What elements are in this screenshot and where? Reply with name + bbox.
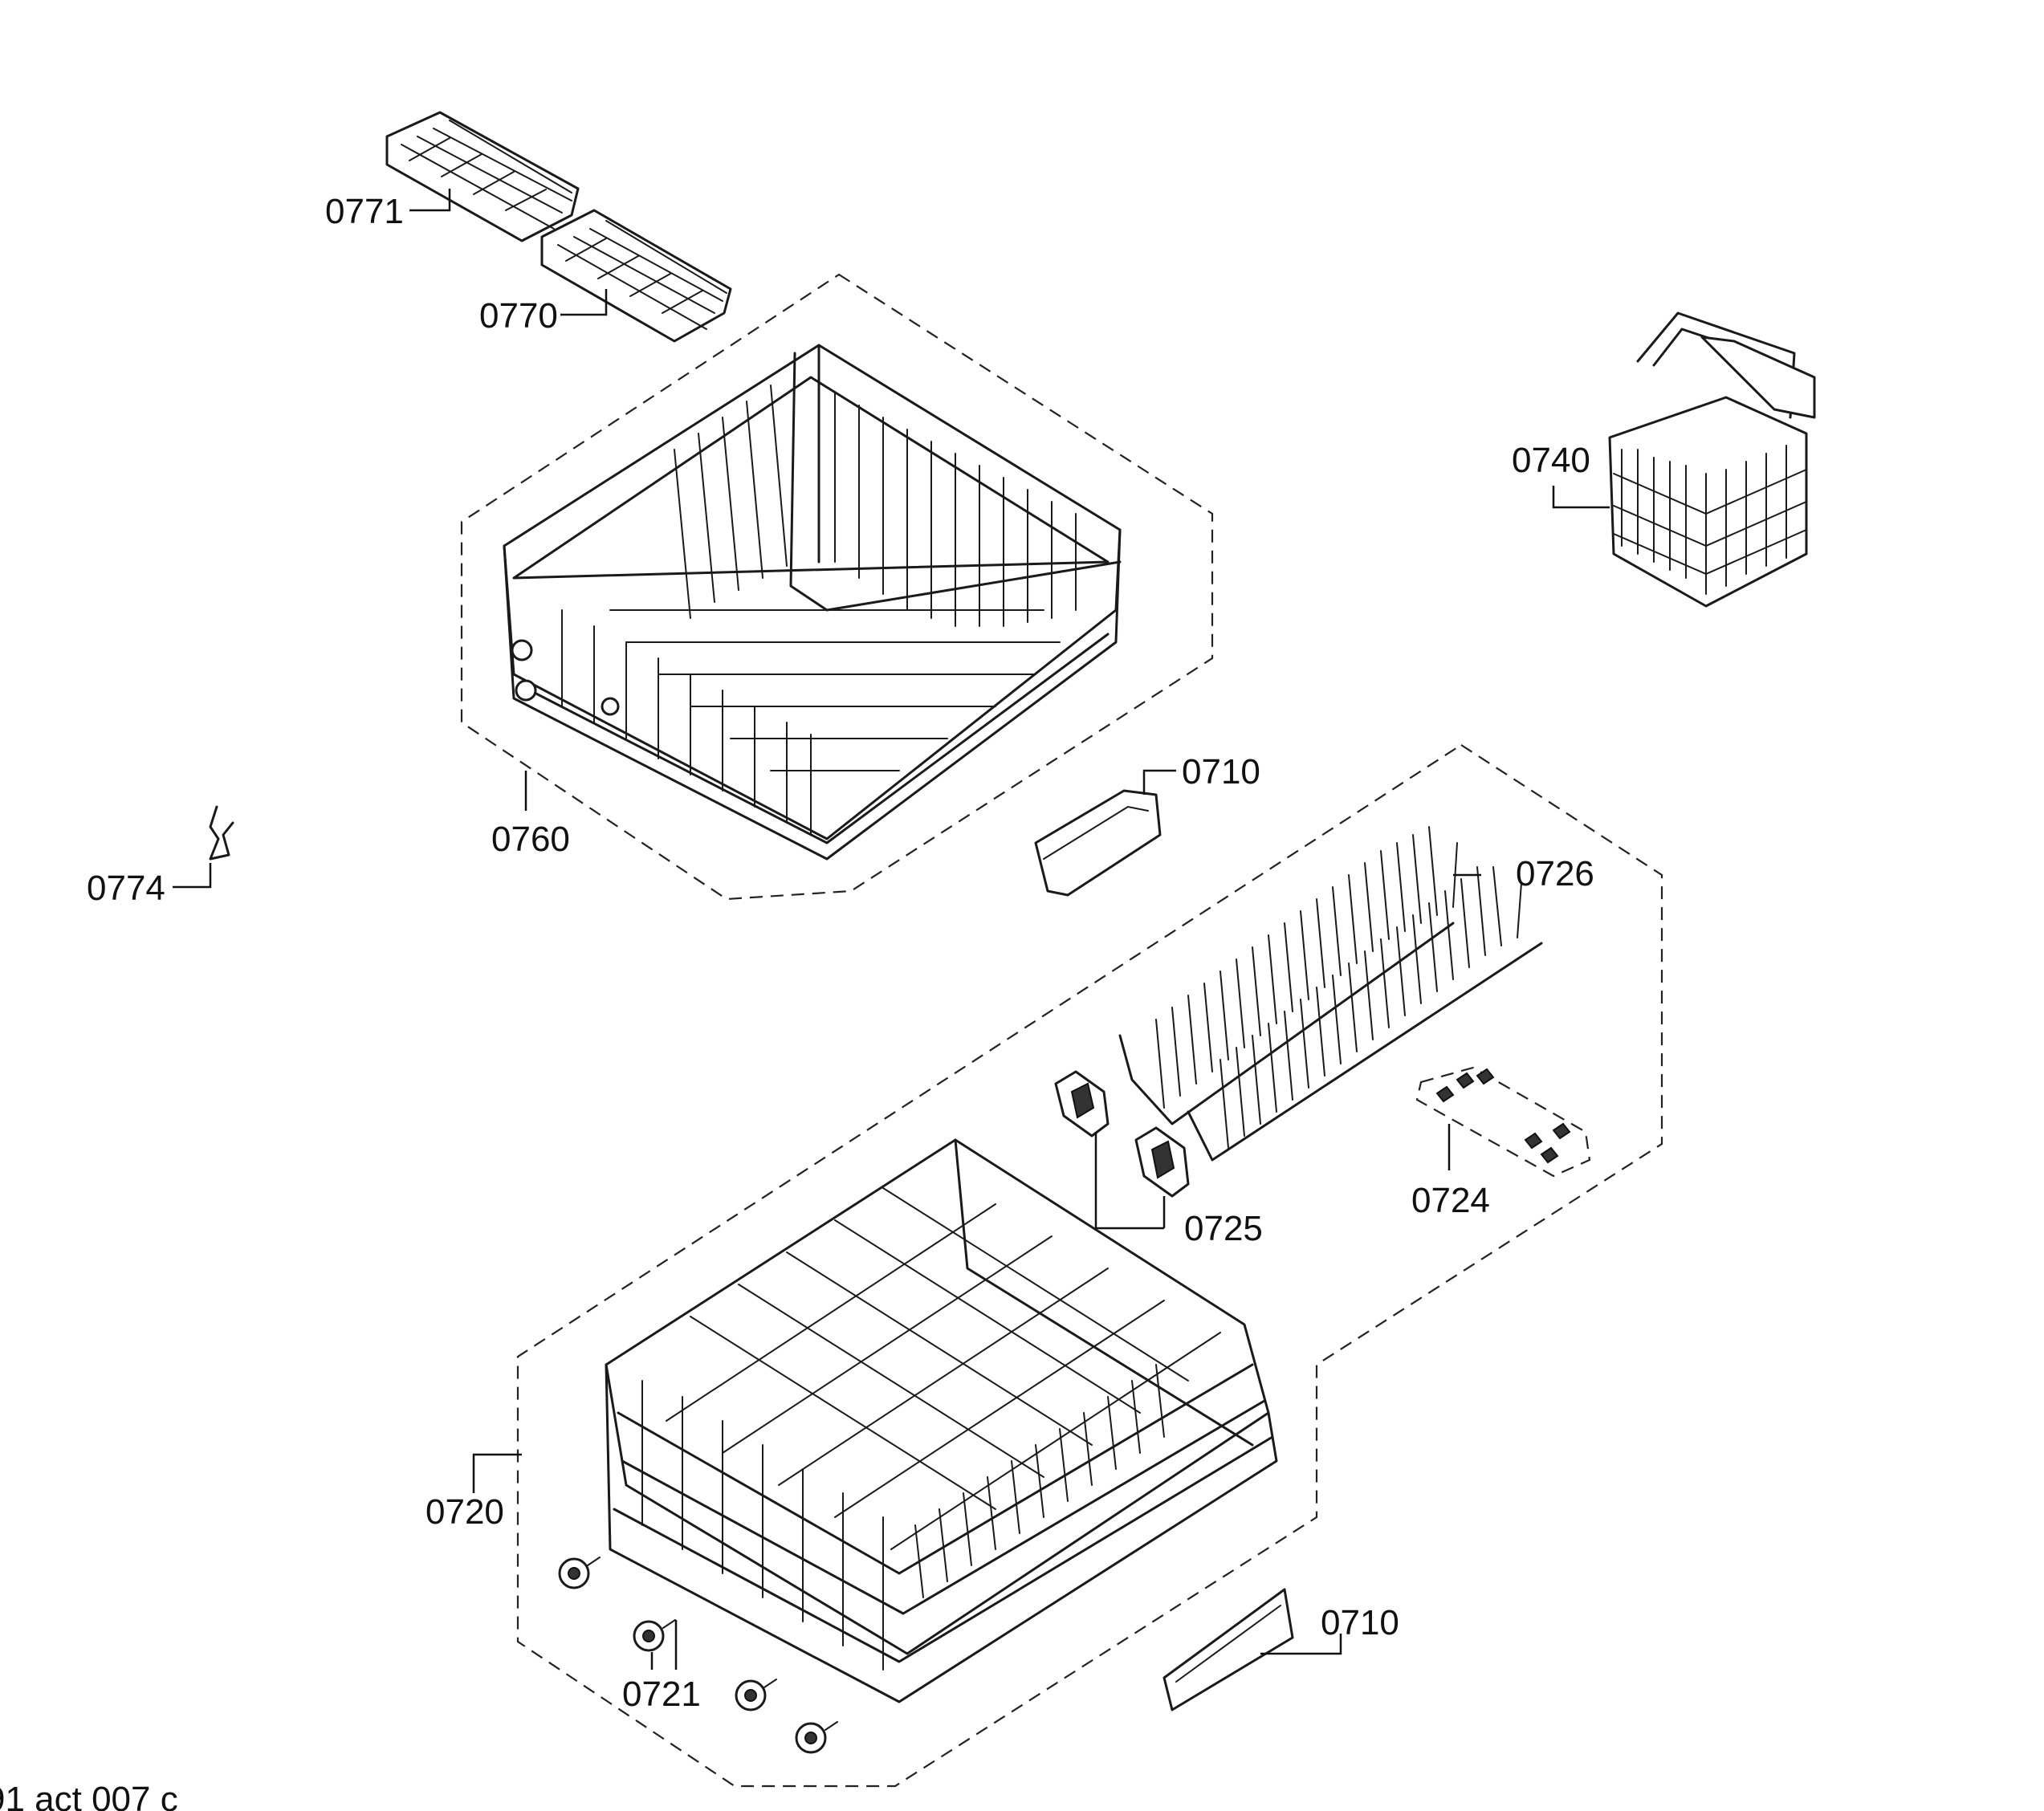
lower-rack-grid-wires — [641, 1187, 1221, 1671]
tine-holders-0725: 0725 — [1054, 1070, 1263, 1248]
cutlery-basket-0740: 0740 — [1512, 311, 1816, 608]
leader-0710-top — [1142, 769, 1176, 795]
part-label-0726: 0726 — [1516, 854, 1594, 893]
handle-0710-bottom: 0710 — [1162, 1588, 1399, 1711]
upper-rack-basket — [503, 344, 1122, 861]
upper-rack-vertical-tines — [561, 385, 1077, 836]
part-label-0710-top: 0710 — [1182, 752, 1260, 792]
handle-0710-top: 0710 — [1034, 752, 1260, 897]
part-label-0774: 0774 — [87, 869, 165, 908]
upper-rack-group: 0760 — [460, 273, 1214, 901]
part-label-0724: 0724 — [1411, 1181, 1490, 1220]
leader-0740 — [1552, 486, 1610, 509]
clip-part-0774: 0774 — [87, 805, 234, 908]
part-label-0725: 0725 — [1184, 1209, 1263, 1248]
part-label-0710-bottom: 0710 — [1321, 1603, 1399, 1642]
lower-rack-dashed-outline — [516, 743, 1663, 1788]
clip-set-0724: 0724 — [1411, 1066, 1591, 1220]
leader-0774 — [173, 863, 212, 889]
leader-0771 — [409, 189, 451, 212]
part-label-0720: 0720 — [425, 1492, 504, 1532]
part-label-0740: 0740 — [1512, 441, 1590, 480]
part-label-0721: 0721 — [622, 1675, 701, 1714]
part-label-0770: 0770 — [479, 296, 558, 336]
lower-rack-basket-0720: 0720 — [425, 1138, 1278, 1703]
folding-tines-0726: 0726 — [1118, 826, 1594, 1162]
part-label-0760: 0760 — [491, 820, 570, 859]
cup-shelf-0770: 0770 — [479, 209, 732, 343]
part-label-0771: 0771 — [325, 192, 404, 231]
drawing-id-label: 91 act 007 c — [0, 1780, 178, 1811]
leader-0725 — [1094, 1132, 1164, 1230]
leader-0720 — [472, 1453, 522, 1493]
upper-rack-dashed-outline — [460, 273, 1214, 901]
rack-wheels-0721: 0721 — [558, 1557, 838, 1754]
leader-0710-bottom — [1260, 1634, 1342, 1655]
leader-0770 — [560, 289, 608, 316]
cup-shelf-0771: 0771 — [325, 111, 580, 242]
